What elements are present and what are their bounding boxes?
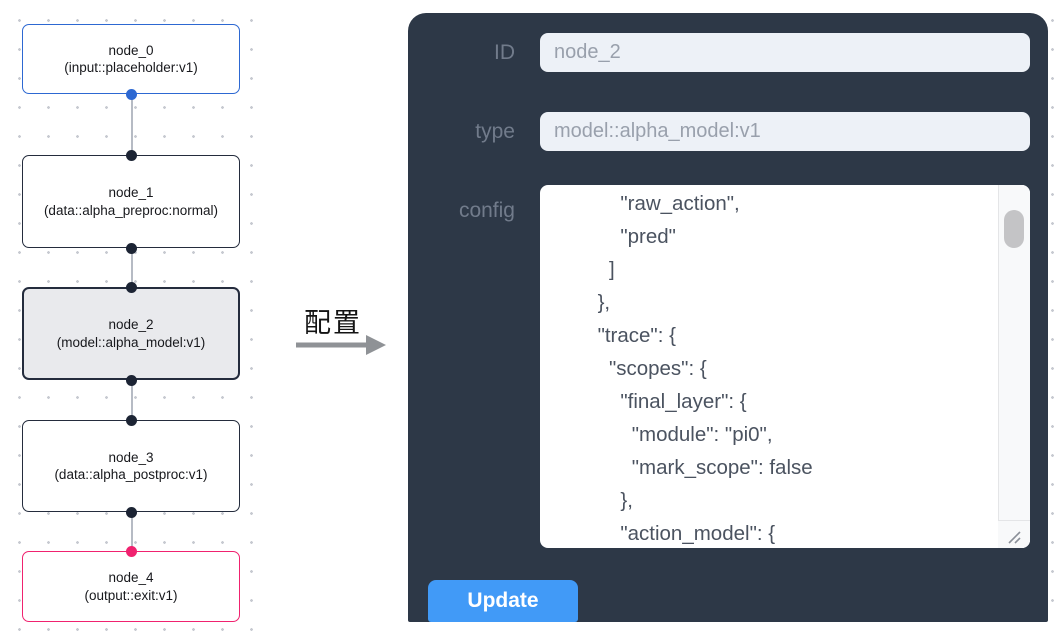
node-title: node_3 [108, 449, 154, 465]
port-node2-in[interactable] [126, 282, 137, 293]
config-field-label: config [458, 199, 515, 222]
edge-node0-node1 [131, 94, 133, 155]
port-node1-out[interactable] [126, 243, 137, 254]
id-input[interactable] [540, 33, 1030, 72]
resize-handle-icon [1008, 531, 1021, 544]
config-scrollbar-thumb[interactable] [1004, 210, 1024, 248]
right-arrow-icon [296, 335, 386, 355]
port-node4-in[interactable] [126, 546, 137, 557]
edge-node3-node4 [131, 512, 133, 551]
node-subtitle: (model::alpha_model:v1) [56, 334, 206, 350]
node-title: node_1 [108, 185, 154, 200]
node-title: node_4 [108, 570, 154, 585]
edge-node1-node2 [131, 248, 133, 287]
node-title: node_0 [108, 42, 154, 58]
port-node3-out[interactable] [126, 507, 137, 518]
type-field-label: type [475, 120, 515, 143]
flow-node-node_0[interactable]: node_0 (input::placeholder:v1) [22, 24, 240, 94]
flow-node-node_4[interactable]: node_4 (output::exit:v1) [22, 551, 240, 622]
flow-node-node_2-selected[interactable]: node_2 (model::alpha_model:v1) [22, 287, 240, 380]
textarea-resize-corner[interactable] [998, 520, 1030, 548]
update-button[interactable]: Update [428, 580, 578, 622]
config-textarea[interactable]: "raw_action", "pred" ] }, "trace": { "sc… [540, 185, 1030, 548]
node-title: node_2 [108, 317, 154, 332]
config-json-text[interactable]: "raw_action", "pred" ] }, "trace": { "sc… [597, 192, 813, 545]
flow-canvas[interactable]: node_0 (input::placeholder:v1) node_1 (d… [0, 0, 272, 643]
port-node1-in[interactable] [126, 150, 137, 161]
config-annotation-label: 配置 [304, 308, 362, 338]
port-node2-out[interactable] [126, 375, 137, 386]
config-scrollbar-track[interactable] [998, 185, 1030, 548]
flow-node-node_3[interactable]: node_3 (data::alpha_postproc:v1) [22, 420, 240, 512]
flow-node-node_1[interactable]: node_1 (data::alpha_preproc:normal) [22, 155, 240, 248]
node-config-panel: ID type config "raw_action", "pred" ] },… [408, 13, 1048, 622]
port-node3-in[interactable] [126, 415, 137, 426]
type-input[interactable] [540, 112, 1030, 151]
node-subtitle: (output::exit:v1) [84, 587, 178, 603]
id-field-label: ID [494, 41, 515, 64]
node-subtitle: (input::placeholder:v1) [64, 60, 198, 75]
node-subtitle: (data::alpha_postproc:v1) [54, 467, 208, 482]
port-node0-out[interactable] [126, 89, 137, 100]
edge-node2-node3 [131, 380, 133, 420]
node-subtitle: (data::alpha_preproc:normal) [43, 202, 219, 218]
